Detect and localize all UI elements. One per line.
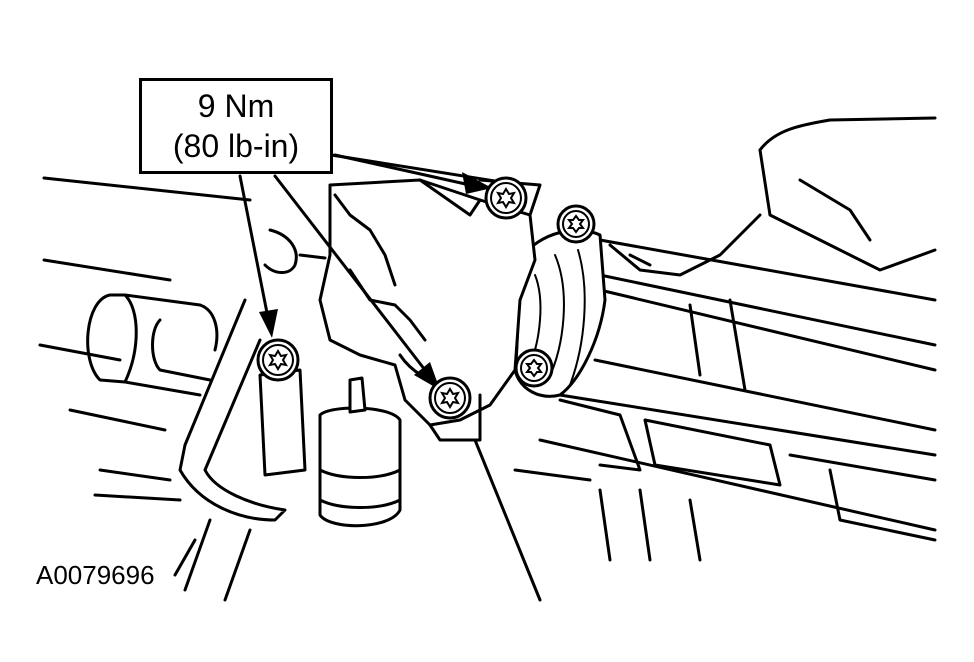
actuator: [258, 368, 402, 528]
torque-callout: 9 Nm (80 lb-in): [139, 78, 333, 174]
upper-bracket: [608, 116, 937, 277]
figure-id-leader: [173, 538, 197, 577]
lower-frame: [513, 398, 937, 542]
figure-id: A0079696: [36, 560, 155, 590]
left-components: [68, 228, 327, 602]
steering-tube: [593, 273, 937, 432]
frame-rails: [38, 148, 937, 602]
torx-bolt-icon: [514, 348, 554, 388]
torx-bolt-icon: [556, 204, 596, 244]
torque-nm-label: 9 Nm: [197, 88, 275, 124]
torx-bolt-icon: [428, 376, 472, 420]
torx-bolt-icon: [256, 338, 300, 382]
arrow-icon: [414, 362, 440, 390]
torx-bolt-icon: [484, 176, 528, 220]
arrow-icon: [259, 309, 278, 338]
bolts: [256, 176, 596, 420]
arrow-icon: [462, 172, 492, 194]
leader-arrows: [238, 153, 492, 390]
torque-lbin-label: (80 lb-in): [172, 128, 300, 164]
